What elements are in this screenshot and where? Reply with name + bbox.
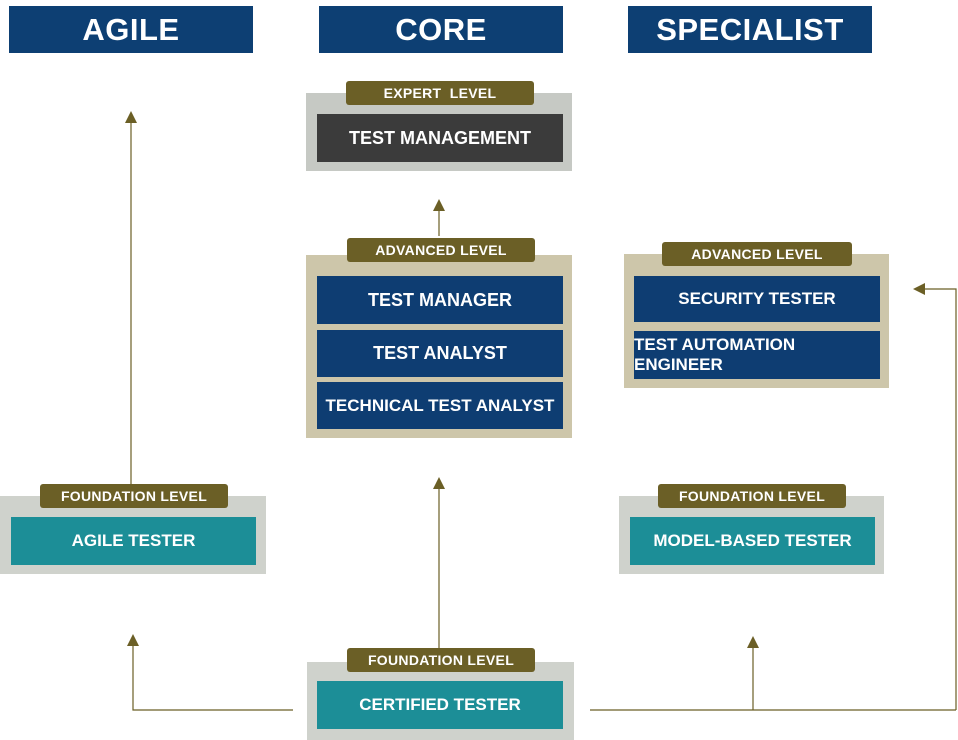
- box-security-tester: SECURITY TESTER: [634, 276, 880, 322]
- box-test-manager: TEST MANAGER: [317, 276, 563, 324]
- pill-core-advanced-level: ADVANCED LEVEL: [347, 238, 535, 262]
- header-agile: AGILE: [9, 6, 253, 53]
- box-technical-test-analyst: TECHNICAL TEST ANALYST: [317, 382, 563, 429]
- header-specialist: SPECIALIST: [628, 6, 872, 53]
- header-core: CORE: [319, 6, 563, 53]
- pill-expert-level: EXPERT LEVEL: [346, 81, 534, 105]
- arrow-certified-to-agile: [127, 634, 293, 711]
- box-test-management: TEST MANAGEMENT: [317, 114, 563, 162]
- pill-specialist-foundation-level: FOUNDATION LEVEL: [658, 484, 846, 508]
- box-test-analyst: TEST ANALYST: [317, 330, 563, 377]
- box-model-based-tester: MODEL-BASED TESTER: [630, 517, 875, 565]
- box-certified-tester: CERTIFIED TESTER: [317, 681, 563, 729]
- arrow-to-specialist-advanced: [913, 283, 957, 710]
- box-agile-tester: AGILE TESTER: [11, 517, 256, 565]
- box-test-automation-engineer: TEST AUTOMATION ENGINEER: [634, 331, 880, 379]
- pill-core-foundation-level: FOUNDATION LEVEL: [347, 648, 535, 672]
- pill-agile-foundation-level: FOUNDATION LEVEL: [40, 484, 228, 508]
- pill-specialist-advanced-level: ADVANCED LEVEL: [662, 242, 852, 266]
